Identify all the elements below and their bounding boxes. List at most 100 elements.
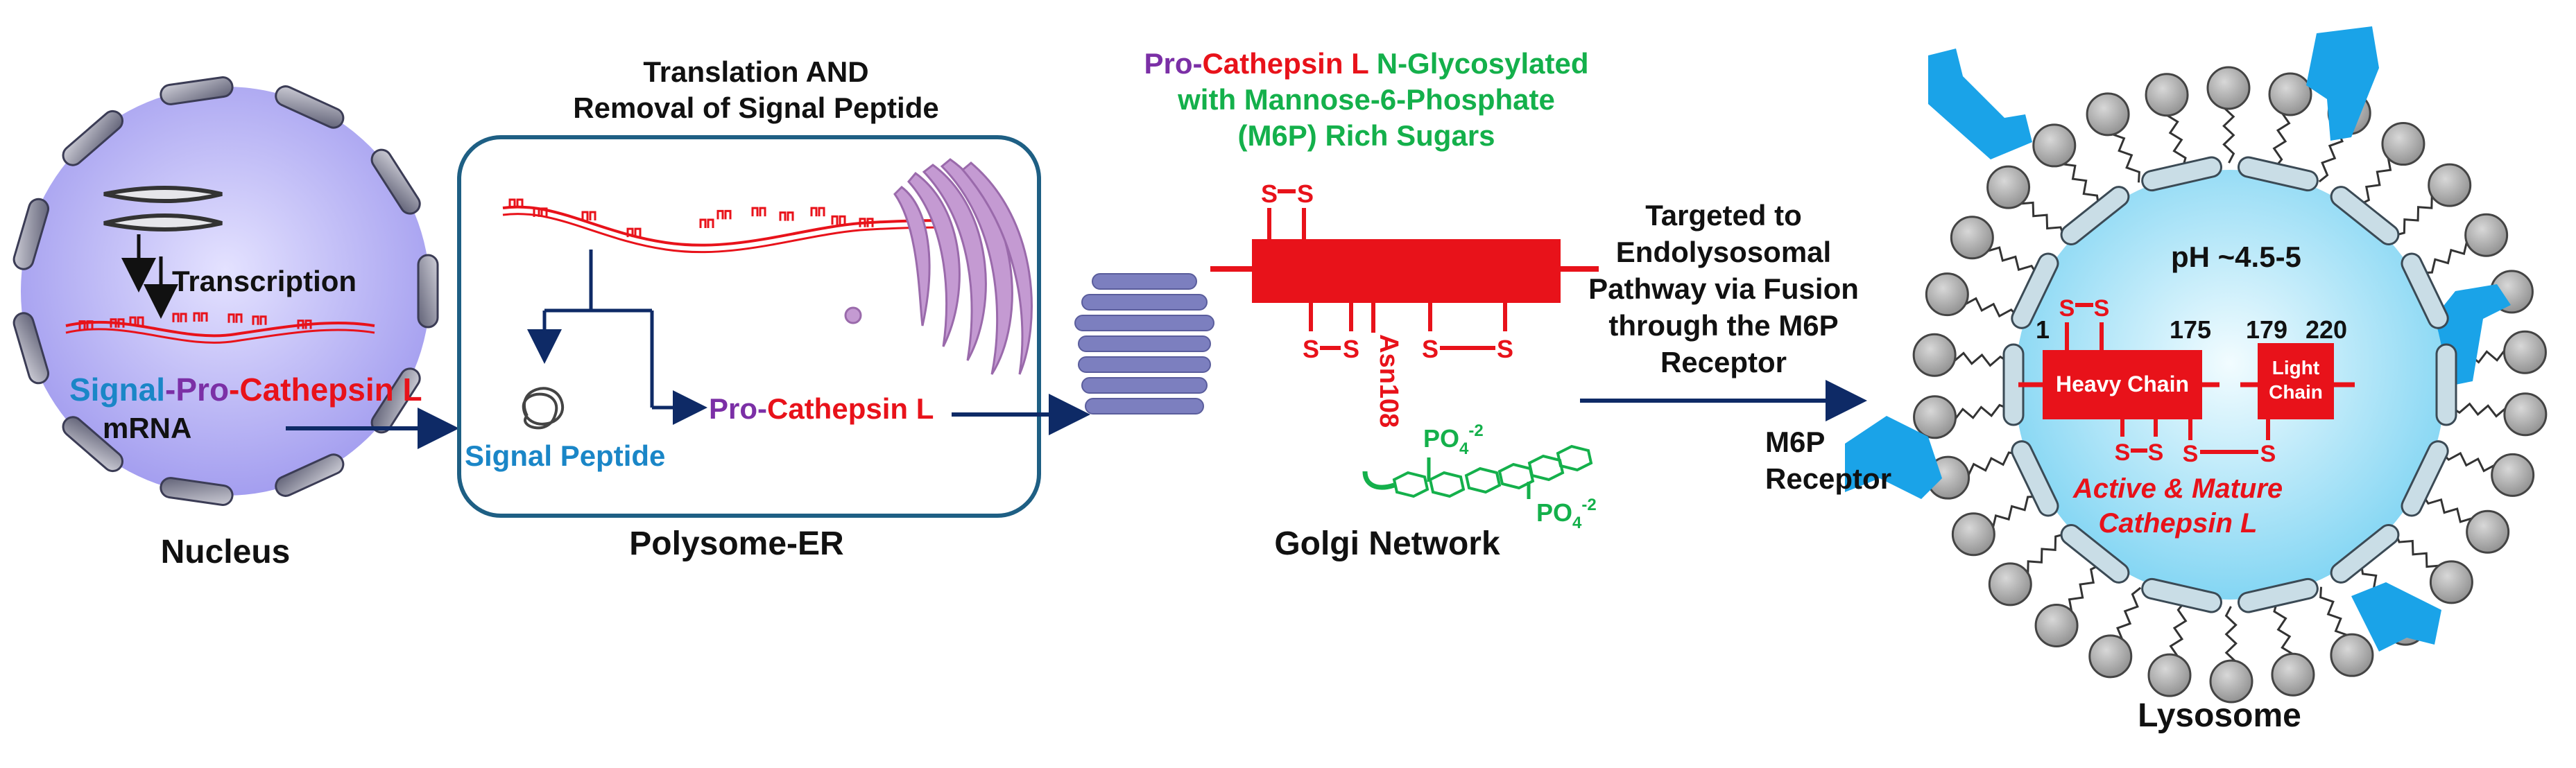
lysosome-membrane-segment [2011,440,2059,517]
codon-mark [252,315,267,325]
svg-text:S: S [1422,335,1439,363]
lipid-head [2466,509,2510,554]
nuclear-pore-segment [275,85,345,129]
residue-mark [533,207,548,217]
svg-text:S: S [2115,439,2131,466]
codon-mark [193,312,208,322]
golgi-title: Golgi Network [1274,525,1500,562]
lipid-head [2429,560,2473,604]
phosphate-label-1: PO4-2 [1423,421,1484,458]
golgi-cisterna [1081,294,1208,311]
lysosome-membrane-segment [2060,186,2130,246]
lysosome-membrane-segment [2238,156,2319,192]
golgi-cisterna [1078,335,1211,352]
lysosome-membrane-segment [2401,252,2449,329]
lysosome-panel: pH ~4.5-5 Heavy Chain Light Chain 1 175 … [1765,26,2548,734]
nuclear-pore-segment [370,148,421,215]
lysosome-disulfide-bottom-2: S S [2183,419,2276,467]
residue-mark [716,209,732,220]
polysome-er-panel: Translation AND Removal of Signal Peptid… [457,55,1041,562]
lipid-tail [2273,601,2294,656]
lipid-tail [2169,601,2188,658]
polysome-er-box [457,135,1041,518]
transcription-label: Transcription [172,265,357,297]
golgi-cisterna [1078,356,1211,373]
residue-220-label: 220 [2305,315,2347,344]
active-mature-label-2: Cathepsin L [2099,508,2258,539]
lipid-tail [2450,402,2507,418]
lipid-head [2381,122,2425,166]
lipid-tail [1991,495,2038,530]
lysosome-membrane-segment [2238,577,2319,613]
golgi-apparatus-icon [1074,273,1214,414]
svg-text:S: S [2148,439,2164,466]
lipid-tail [2224,606,2238,663]
nucleus-title: Nucleus [161,534,291,570]
signal-peptide-label: Signal Peptide [465,439,665,472]
lysosome-membrane-segment [2330,186,2400,246]
residue-mark [751,207,766,217]
lipid-bilayer [1912,66,2548,704]
golgi-disulfide-bottom-1: S S [1303,303,1359,363]
residue-mark [831,215,846,225]
lysosome-disulfide-top: S S [2059,295,2109,350]
lipid-head [2503,392,2548,437]
transport-description: Targeted to Endolysosomal Pathway via Fu… [1588,199,1859,378]
mrna-gene-label: Signal-Pro-Cathepsin L [69,372,422,408]
lipid-tail [2394,194,2433,237]
transport-line-3: Pathway via Fusion [1588,272,1859,305]
lysosome-membrane-segment [2330,523,2400,584]
codon-mark [172,313,187,322]
lysosome-membrane-segments [2002,156,2457,613]
golgi-header-line2: with Mannose-6-Phosphate [1177,83,1555,116]
lipid-head [2330,633,2374,677]
codon-mark [110,318,125,328]
lipid-tail [2421,494,2474,523]
chromosome-icon [103,186,223,232]
golgi-disulfide-top: S S [1261,180,1314,239]
lipid-head [2428,163,2472,207]
lipid-head [2032,123,2077,168]
lipid-head [2271,652,2315,697]
transport-line-5: Receptor [1660,346,1787,378]
nuclear-pore-segment [62,110,123,166]
codon-mark [129,316,144,326]
svg-text:S: S [1497,335,1513,363]
phosphate-label-2: PO4-2 [1536,496,1597,532]
golgi-header-line1: Pro-Cathepsin L N-Glycosylated [1144,47,1588,80]
pro-cathepsin-bar [1252,239,1561,303]
lysosome-title: Lysosome [2138,697,2301,734]
nuclear-pore-segment [12,312,50,385]
svg-text:S: S [1297,180,1314,208]
transport-line-4: through the M6P [1608,309,1838,342]
mrna-strand [65,320,375,338]
codon-mark [78,320,94,330]
lysosome-membrane-segment [2011,252,2059,329]
lysosome-membrane-segment [2401,440,2449,517]
lysosome-disulfide-bottom-1: S S [2115,419,2164,466]
lipid-tail [2440,451,2496,473]
golgi-panel: Pro-Cathepsin L N-Glycosylated with Mann… [1074,47,1599,562]
lipid-head [1913,395,1957,439]
m6p-receptor-label-2: Receptor [1765,462,1891,495]
nuclear-pore-segment [12,198,50,270]
lipid-tail [2027,532,2066,575]
lipid-head [1951,512,1995,557]
lysosome-membrane-segment [2435,343,2457,426]
heavy-chain-label: Heavy Chain [2056,372,2189,396]
heavy-chain-block [2043,350,2202,419]
lipid-head [2034,603,2079,647]
lipid-tail [2111,132,2140,183]
lipid-head [1912,333,1957,377]
lipid-head [2268,72,2312,116]
lipid-tail [2359,156,2392,206]
nuclear-envelope-segments [12,76,439,506]
lipid-tail [1964,297,2020,318]
lysosome-membrane-segment [2141,156,2222,192]
light-chain-label-2: Chain [2269,381,2323,403]
lipid-tail [1986,246,2038,276]
lipid-head [2491,453,2535,497]
pro-cathepsin-er-label: Pro-Cathepsin L [709,392,934,425]
lipid-head [2502,330,2547,374]
m6p-glycan-chain-icon [1362,444,1593,499]
